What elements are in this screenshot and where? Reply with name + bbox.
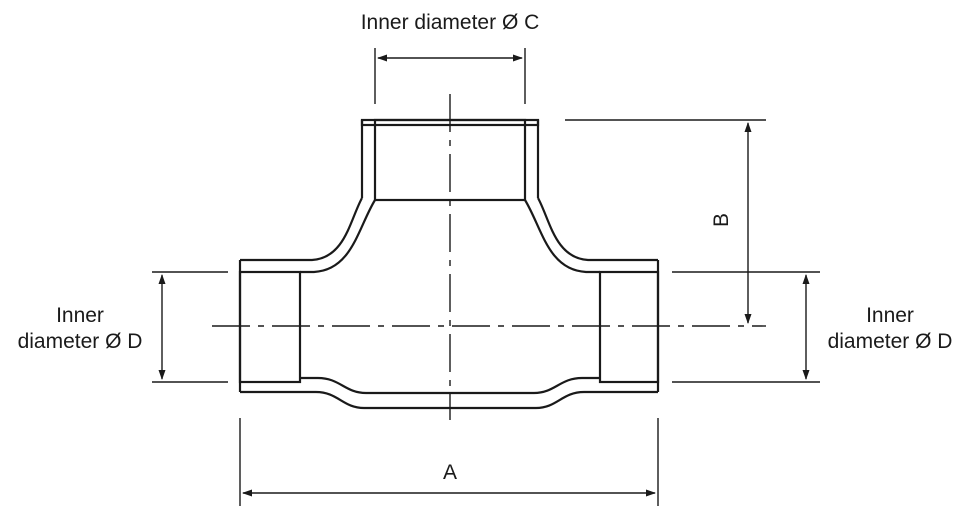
inner-wall-left-shoulder (300, 199, 376, 274)
inner-wall-right-shoulder (524, 199, 600, 274)
left-inner-label: Inner (56, 304, 104, 327)
dimension-a (239, 418, 659, 506)
outer-wall-left-shoulder (300, 197, 363, 262)
left-diameter-label: diameter Ø D (18, 330, 143, 353)
tee-fitting (238, 118, 660, 410)
top-diameter-label: Inner diameter Ø C (361, 11, 540, 34)
outer-wall-right-shoulder (537, 197, 600, 262)
dimension-c (374, 48, 526, 104)
right-socket-inner (598, 270, 660, 384)
dimension-d-right (672, 271, 820, 383)
left-socket-inner (238, 270, 302, 384)
dimension-b (565, 119, 766, 324)
right-diameter-label: diameter Ø D (828, 330, 953, 353)
inner-wall-bottom (300, 376, 600, 395)
width-label: A (443, 461, 457, 484)
height-label: B (710, 213, 733, 227)
dimension-d-left (152, 271, 228, 383)
right-inner-label: Inner (866, 304, 914, 327)
